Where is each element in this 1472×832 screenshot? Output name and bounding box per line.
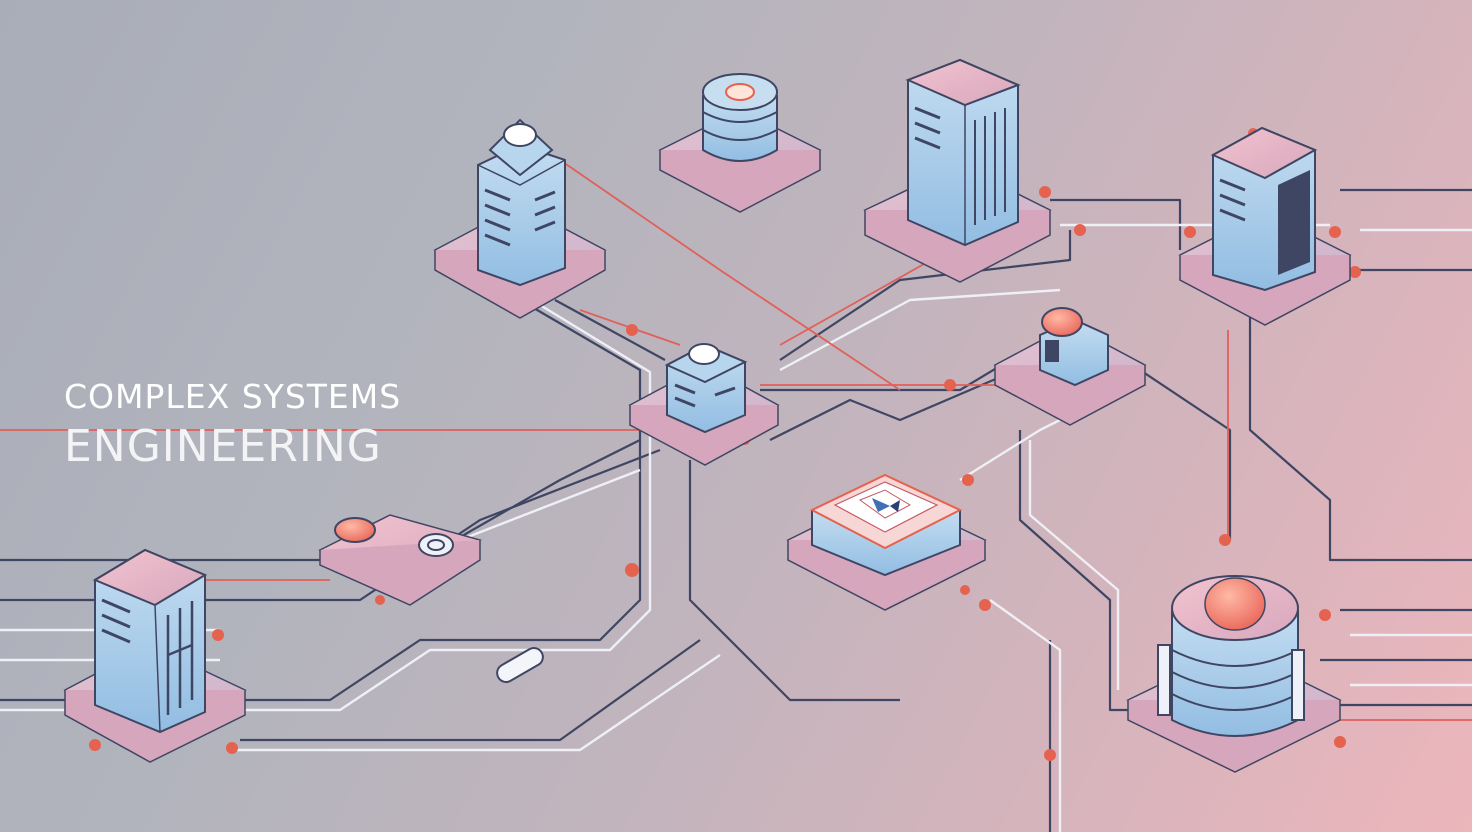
storage-cylinder-bottom-right bbox=[1126, 575, 1342, 773]
wire-bundle-accent bbox=[0, 159, 1472, 721]
processor-chip-center bbox=[786, 473, 987, 611]
database-stack-top bbox=[658, 73, 822, 213]
router-node-right bbox=[993, 307, 1147, 426]
hub-cube-center bbox=[628, 343, 780, 466]
server-tower-top-right bbox=[1178, 126, 1352, 326]
server-tower-top-center bbox=[863, 58, 1052, 283]
sensor-pad-left bbox=[318, 514, 482, 606]
headline-line-2: ENGINEERING bbox=[64, 421, 382, 472]
headline-line-1: COMPLEX SYSTEMS bbox=[64, 377, 402, 416]
server-tower-top-left bbox=[433, 118, 607, 319]
headline: COMPLEX SYSTEMS ENGINEERING bbox=[64, 380, 401, 469]
server-tower-bottom-left bbox=[63, 548, 247, 763]
